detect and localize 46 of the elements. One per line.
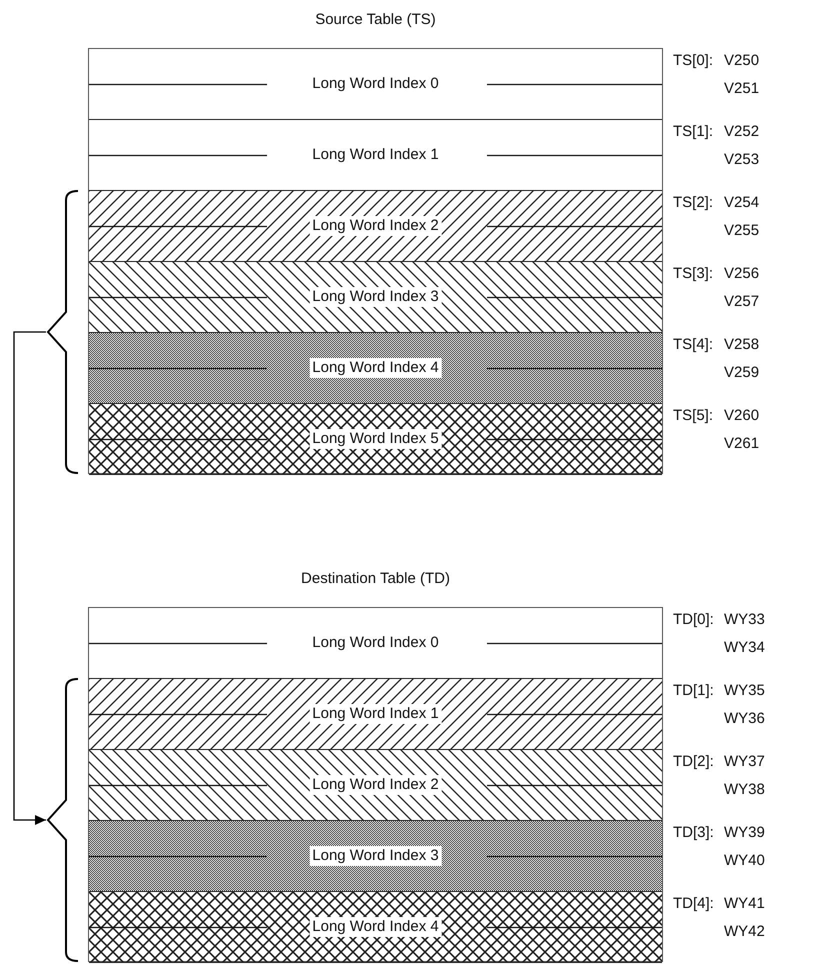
register-label: V255 [724,222,760,240]
index-label: TS[3]: [673,265,714,283]
row-label: Long Word Index 1 [309,704,442,724]
index-label: TD[4]: [673,895,714,913]
row-label: Long Word Index 2 [309,775,442,795]
register-label: V258 [724,336,760,354]
row-label: Long Word Index 3 [309,846,442,866]
index-label: TD[0]: [673,611,714,629]
index-label: TS[2]: [673,194,714,212]
register-label: V251 [724,80,760,98]
register-label: V253 [724,151,760,169]
table-title: Destination Table (TD) [301,570,450,587]
row-label: Long Word Index 4 [309,358,442,378]
register-label: V254 [724,194,760,212]
register-label: V250 [724,52,760,70]
row-label: Long Word Index 3 [309,287,442,307]
curly-brace [46,678,78,962]
register-label: V257 [724,293,760,311]
index-label: TS[0]: [673,52,714,70]
index-label: TS[1]: [673,123,714,141]
index-label: TD[3]: [673,824,714,842]
register-label: V259 [724,364,760,382]
register-label: WY35 [724,682,765,700]
register-label: WY36 [724,710,765,728]
register-label: V260 [724,407,760,425]
index-label: TS[5]: [673,407,714,425]
index-label: TD[2]: [673,753,714,771]
register-label: WY33 [724,611,765,629]
row-label: Long Word Index 5 [309,429,442,449]
register-label: WY39 [724,824,765,842]
curly-brace [46,190,78,474]
register-label: V256 [724,265,760,283]
row-label: Long Word Index 4 [309,917,442,937]
arrow [13,331,46,825]
register-label: WY40 [724,852,765,870]
register-label: V261 [724,435,760,453]
register-label: V252 [724,123,760,141]
register-label: WY42 [724,923,765,941]
index-label: TD[1]: [673,682,714,700]
index-label: TS[4]: [673,336,714,354]
row-label: Long Word Index 2 [309,216,442,236]
register-label: WY37 [724,753,765,771]
register-label: WY38 [724,781,765,799]
table-title: Source Table (TS) [315,11,436,28]
register-label: WY41 [724,895,765,913]
register-label: WY34 [724,639,765,657]
